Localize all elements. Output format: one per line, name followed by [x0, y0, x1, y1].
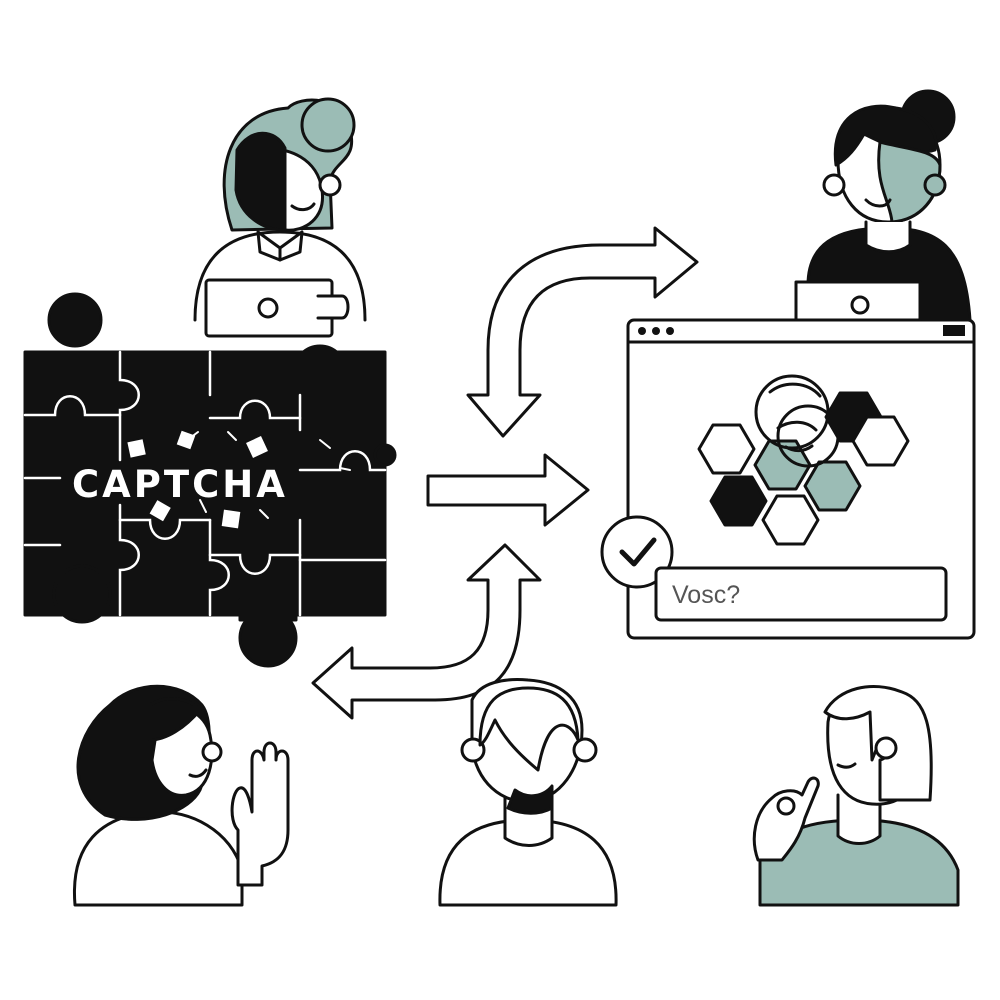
browser-window: Vosc?: [600, 318, 976, 640]
raised-hand-icon: [230, 741, 290, 887]
window-dot-icon[interactable]: [652, 327, 660, 335]
thinking-hand-icon: [752, 776, 820, 862]
checkmark-icon[interactable]: [600, 515, 674, 589]
window-dot-icon[interactable]: [666, 327, 674, 335]
person-bottom-right: [752, 684, 960, 907]
window-control-icon[interactable]: [943, 325, 965, 336]
laptop-icon: [794, 280, 922, 322]
window-dot-icon[interactable]: [638, 327, 646, 335]
arrows: [311, 226, 699, 720]
captcha-label: CAPTCHA: [72, 463, 288, 506]
person-top-right: [794, 89, 972, 322]
curved-arrow-bottom-icon: [311, 543, 542, 720]
curved-arrow-top-icon: [466, 226, 699, 438]
captcha-puzzle: CAPTCHA: [23, 292, 397, 668]
answer-input[interactable]: Vosc?: [654, 566, 948, 622]
person-top-left: [193, 97, 367, 338]
person-bottom-center: [438, 678, 618, 907]
answer-input-text[interactable]: Vosc?: [672, 581, 740, 609]
arrow-right-icon: [426, 453, 590, 527]
person-bottom-left: [72, 684, 290, 907]
face-scan-icon: [754, 374, 840, 468]
laptop-icon: [204, 278, 334, 338]
